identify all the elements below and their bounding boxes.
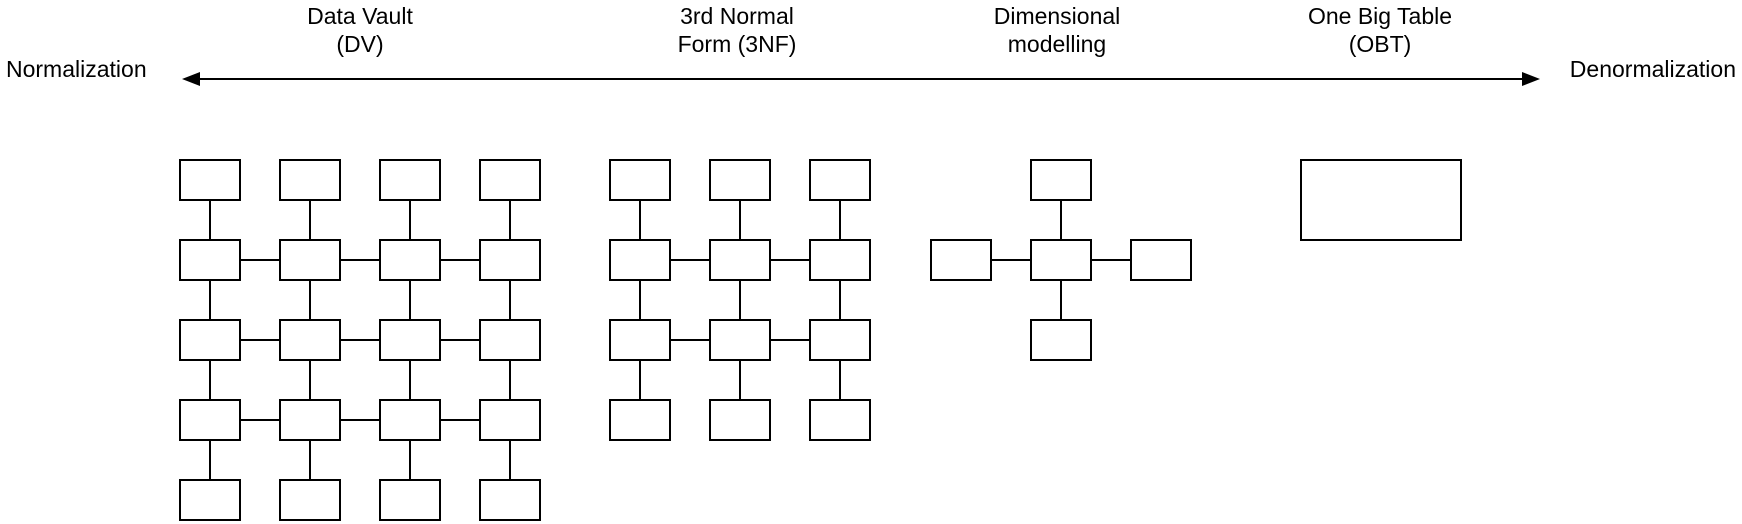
- dimensional-star-schema-box: [1030, 159, 1092, 201]
- data-vault-schema-box: [279, 239, 341, 281]
- normalization-label: Normalization: [6, 56, 147, 82]
- arrowhead-right-icon: [1522, 72, 1540, 86]
- category-label-line1: 3rd Normal: [680, 3, 794, 29]
- data-vault-schema-box: [179, 239, 241, 281]
- category-label-one-big-table: One Big Table (OBT): [1270, 2, 1490, 58]
- third-normal-form-schema-box: [709, 159, 771, 201]
- data-vault-schema-box: [379, 479, 441, 521]
- one-big-table-box-box: [1300, 159, 1462, 241]
- data-vault-schema-box: [479, 159, 541, 201]
- dimensional-star-schema-box: [1030, 239, 1092, 281]
- data-vault-schema-box: [479, 319, 541, 361]
- third-normal-form-schema-box: [809, 399, 871, 441]
- third-normal-form-schema-box: [709, 239, 771, 281]
- third-normal-form-schema-box: [809, 319, 871, 361]
- dimensional-star-schema-box: [1130, 239, 1192, 281]
- third-normal-form-schema-box: [709, 319, 771, 361]
- third-normal-form-schema-box: [809, 159, 871, 201]
- category-label-third-normal-form: 3rd Normal Form (3NF): [627, 2, 847, 58]
- data-vault-schema-box: [379, 319, 441, 361]
- data-vault-schema-box: [379, 399, 441, 441]
- third-normal-form-schema-box: [609, 159, 671, 201]
- category-label-line1: One Big Table: [1307, 3, 1453, 29]
- data-vault-schema-box: [179, 479, 241, 521]
- category-label-line1: Dimensional: [993, 3, 1121, 29]
- dimensional-star-schema-box: [930, 239, 992, 281]
- third-normal-form-schema-box: [609, 399, 671, 441]
- data-vault-schema-box: [479, 239, 541, 281]
- data-vault-schema-box: [179, 159, 241, 201]
- category-label-line2: modelling: [1007, 31, 1107, 57]
- data-vault-schema-box: [279, 399, 341, 441]
- data-vault-schema-box: [279, 479, 341, 521]
- category-label-line2: (DV): [336, 31, 384, 57]
- third-normal-form-schema-box: [609, 319, 671, 361]
- dimensional-star-schema-box: [1030, 319, 1092, 361]
- data-vault-schema-box: [479, 399, 541, 441]
- data-vault-schema-box: [279, 159, 341, 201]
- denormalization-label: Denormalization: [1569, 56, 1736, 82]
- category-label-data-vault: Data Vault (DV): [250, 2, 470, 58]
- data-vault-schema-box: [379, 159, 441, 201]
- data-vault-schema-box: [179, 319, 241, 361]
- third-normal-form-schema-box: [809, 239, 871, 281]
- data-vault-schema-box: [179, 399, 241, 441]
- category-label-dimensional-modelling: Dimensional modelling: [947, 2, 1167, 58]
- category-label-line2: (OBT): [1348, 31, 1412, 57]
- data-vault-schema-box: [479, 479, 541, 521]
- data-vault-schema-box: [379, 239, 441, 281]
- third-normal-form-schema-box: [609, 239, 671, 281]
- third-normal-form-schema-box: [709, 399, 771, 441]
- category-label-line1: Data Vault: [307, 3, 413, 29]
- category-label-line2: Form (3NF): [677, 31, 797, 57]
- data-vault-schema-box: [279, 319, 341, 361]
- arrowhead-left-icon: [182, 72, 200, 86]
